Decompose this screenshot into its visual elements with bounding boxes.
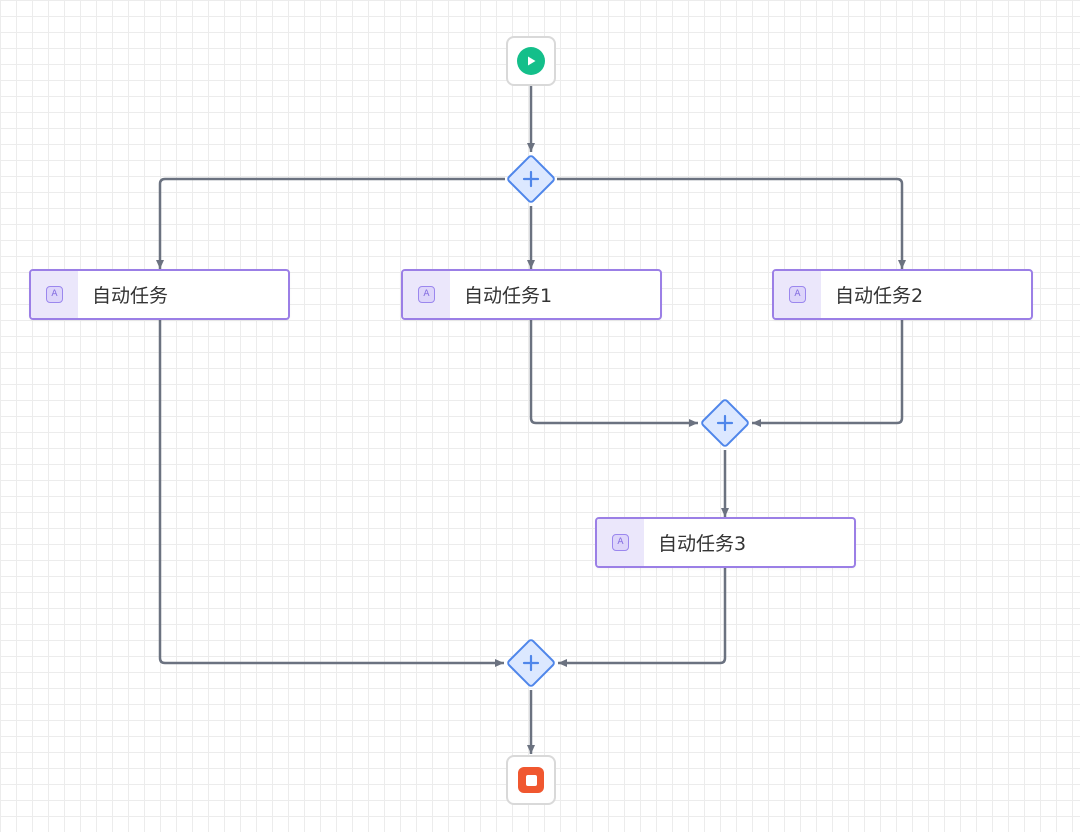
task-node-3[interactable]: A 自动任务3 (595, 517, 856, 568)
task-label: 自动任务 (92, 285, 169, 307)
task-label: 自动任务2 (835, 285, 924, 307)
edge-task-2-to-gateway-join-1[interactable] (752, 320, 904, 427)
end-event[interactable] (506, 755, 556, 805)
edge-task-3-to-gateway-join-2[interactable] (558, 568, 727, 667)
auto-task-icon: A (46, 286, 63, 303)
task-label: 自动任务1 (464, 285, 553, 307)
auto-task-icon: A (418, 286, 435, 303)
task-type-cell: A (774, 271, 821, 318)
edge-task-1-to-gateway-join-1[interactable] (529, 320, 698, 427)
task-node-1[interactable]: A 自动任务1 (401, 269, 662, 320)
stop-icon (518, 767, 544, 793)
start-event[interactable] (506, 36, 556, 86)
edge-task-0-to-gateway-join-2[interactable] (158, 320, 504, 667)
task-node-0[interactable]: A 自动任务 (29, 269, 290, 320)
task-node-2[interactable]: A 自动任务2 (772, 269, 1033, 320)
edge-gateway-split-to-task-0[interactable] (156, 177, 505, 269)
task-type-cell: A (403, 271, 450, 318)
task-type-cell: A (31, 271, 78, 318)
task-label: 自动任务3 (658, 533, 747, 555)
auto-task-icon: A (612, 534, 629, 551)
auto-task-icon: A (789, 286, 806, 303)
play-icon (517, 47, 545, 75)
edge-gateway-split-to-task-2[interactable] (557, 177, 906, 269)
task-type-cell: A (597, 519, 644, 566)
